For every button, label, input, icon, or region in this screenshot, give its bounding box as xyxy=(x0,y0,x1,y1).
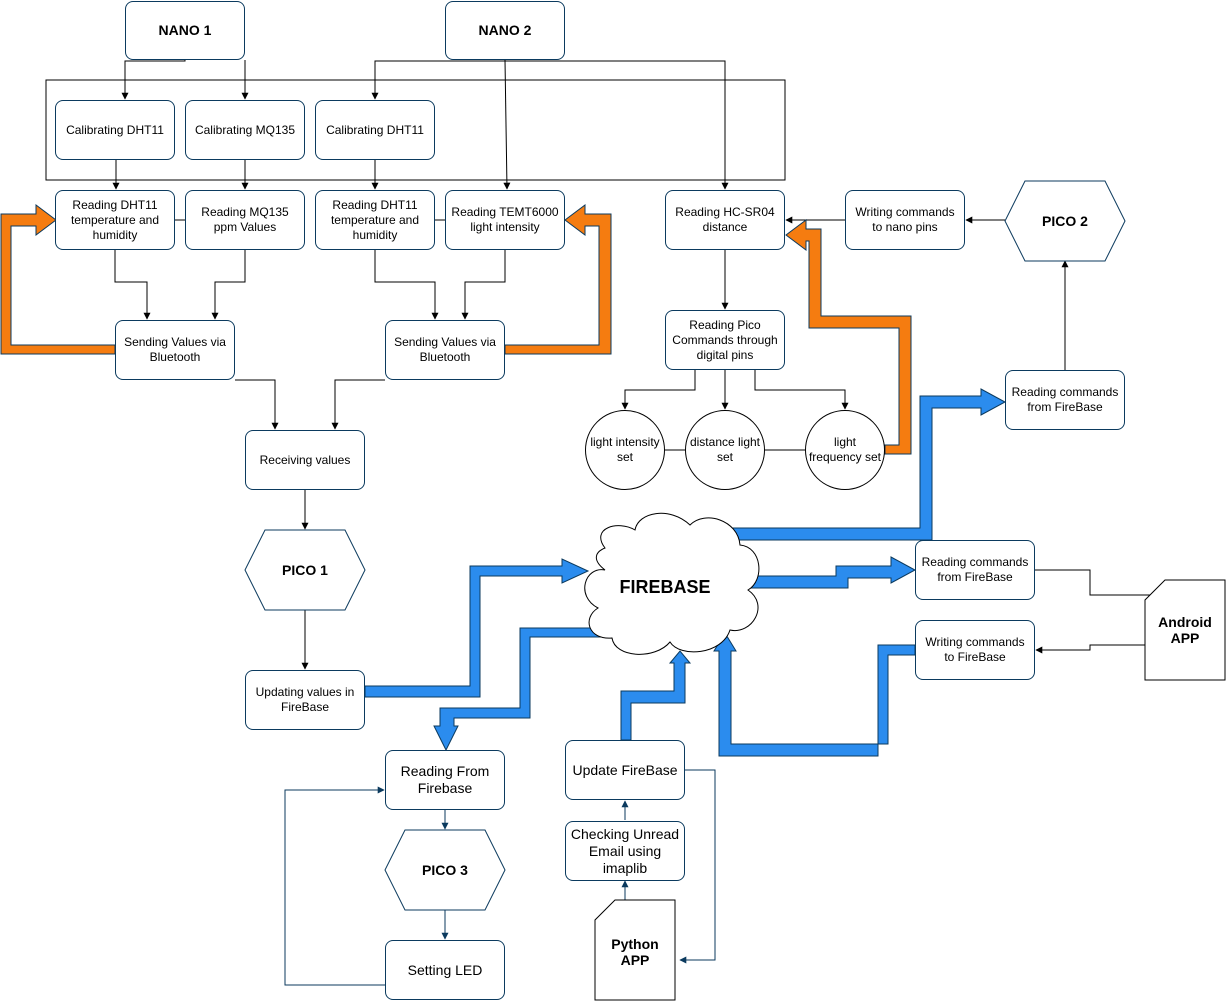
pico1-hexagon xyxy=(244,529,366,611)
edge-nano2-hcsr04 xyxy=(505,60,729,190)
edge-readcmds-android xyxy=(1035,569,1164,599)
hexagon-shapes xyxy=(244,180,1126,911)
edge-readpico-intensity xyxy=(621,370,696,410)
reading-from-firebase-node: Reading From Firebase xyxy=(385,750,505,810)
firebase-cloud xyxy=(584,512,760,655)
orange-arrow-left xyxy=(0,204,116,355)
read-dht11-nano2-node: Reading DHT11 temperature and humidity xyxy=(315,190,435,250)
pico2-hexagon xyxy=(1004,180,1126,262)
light-intensity-set-node: light intensity set xyxy=(585,410,665,490)
send-bluetooth-1-node: Sending Values via Bluetooth xyxy=(115,320,235,380)
distance-light-set-node: distance light set xyxy=(685,410,765,490)
update-firebase-node: Update FireBase xyxy=(565,740,685,800)
edge-update-python xyxy=(679,769,716,964)
pico3-label: PICO 3 xyxy=(422,862,468,878)
black-connectors xyxy=(112,59,1164,670)
blue-arrow-updating-to-firebase xyxy=(364,558,590,698)
read-commands-android-node: Reading commands from FireBase xyxy=(915,540,1035,600)
orange-arrow-middle xyxy=(504,204,612,355)
pico3-hexagon xyxy=(384,829,506,911)
edge-readpico-frequency xyxy=(754,370,849,410)
read-pico-commands-node: Reading Pico Commands through digital pi… xyxy=(665,310,785,370)
orange-arrow-right xyxy=(785,219,912,455)
python-app-card xyxy=(594,899,676,1001)
read-temt6000-node: Reading TEMT6000 light intensity xyxy=(445,190,565,250)
blue-arrow-firebase-to-android xyxy=(741,556,917,589)
edge-android-writecmds xyxy=(1035,644,1145,654)
light-frequency-set-node: light frequency set xyxy=(805,410,885,490)
updating-values-node: Updating values in FireBase xyxy=(245,670,365,730)
read-mq135-node: Reading MQ135 ppm Values xyxy=(185,190,305,250)
blue-arrow-python-to-firebase xyxy=(620,650,692,741)
edge-nano2-temt xyxy=(503,59,511,190)
navy-connectors xyxy=(284,769,716,986)
writing-nano-pins-node: Writing commands to nano pins xyxy=(845,190,965,250)
edge-read4-send2 xyxy=(461,250,506,320)
read-dht11-nano1-node: Reading DHT11 temperature and humidity xyxy=(55,190,175,250)
blue-arrow-firebase-to-reading xyxy=(433,627,616,752)
edge-nano1-cal-dht xyxy=(121,60,186,100)
card-shapes xyxy=(594,579,1226,1001)
edge-setled-loop xyxy=(284,786,385,986)
blue-arrows xyxy=(364,388,1007,757)
edge-send1-receiving xyxy=(235,379,279,430)
calibration-group-frame xyxy=(45,79,786,181)
blue-arrow-android-to-firebase xyxy=(713,632,916,757)
setting-led-node: Setting LED xyxy=(385,940,505,1000)
pico2-label: PICO 2 xyxy=(1042,213,1088,229)
android-app-label: Android APP xyxy=(1158,614,1212,646)
read-commands-pico2-node: Reading commands from FireBase xyxy=(1005,370,1125,430)
cal-dht11-nano1-node: Calibrating DHT11 xyxy=(55,100,175,160)
nano1-node: NANO 1 xyxy=(125,1,245,60)
edge-send2-receiving xyxy=(331,379,385,430)
edge-read3-send2 xyxy=(374,250,439,320)
nano2-node: NANO 2 xyxy=(445,1,565,60)
cal-mq135-node: Calibrating MQ135 xyxy=(185,100,305,160)
cal-dht11-nano2-node: Calibrating DHT11 xyxy=(315,100,435,160)
write-commands-android-node: Writing commands to FireBase xyxy=(915,620,1035,680)
python-app-label: Python APP xyxy=(611,936,659,968)
read-hcsr04-node: Reading HC-SR04 distance xyxy=(665,190,785,250)
firebase-label: FIREBASE xyxy=(619,577,711,597)
send-bluetooth-2-node: Sending Values via Bluetooth xyxy=(385,320,505,380)
edge-read1-send1 xyxy=(114,250,151,320)
checking-email-node: Checking Unread Email using imaplib xyxy=(565,821,685,881)
pico1-label: PICO 1 xyxy=(282,562,328,578)
android-app-card xyxy=(1144,579,1226,681)
edge-read2-send1 xyxy=(211,250,246,320)
orange-arrows xyxy=(0,204,912,455)
receiving-values-node: Receiving values xyxy=(245,430,365,490)
